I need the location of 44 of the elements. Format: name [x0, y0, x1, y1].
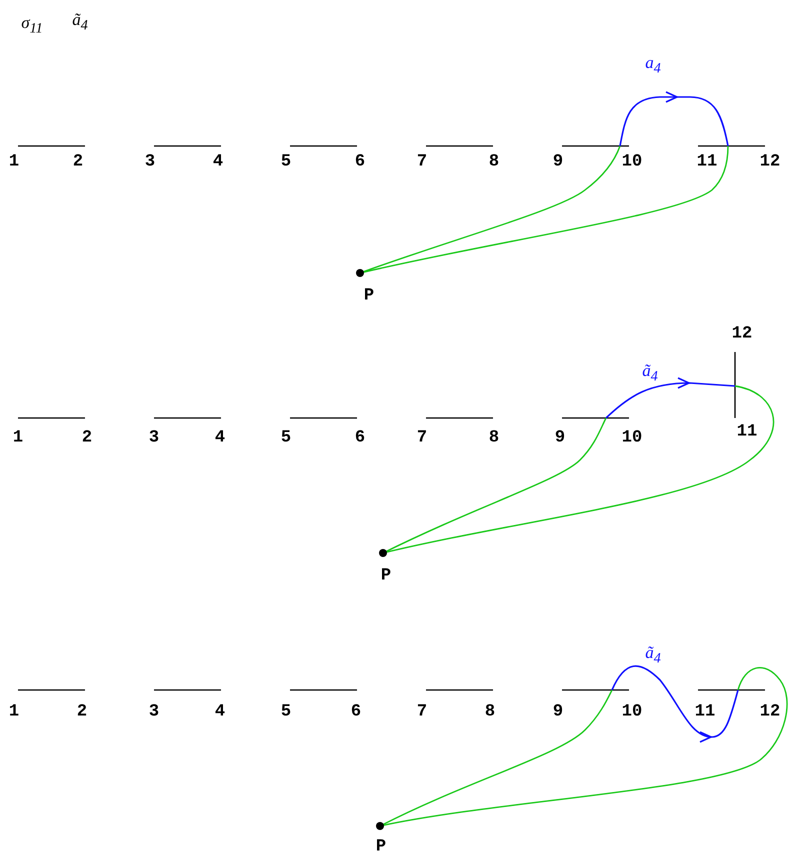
point-number: 11 [694, 704, 716, 720]
point-number: 2 [76, 704, 88, 720]
point-number: 8 [488, 154, 500, 170]
point-number: 1 [12, 430, 24, 446]
point-label: P [376, 838, 386, 856]
point-number: 8 [488, 430, 500, 446]
point-number: 10 [622, 154, 642, 170]
arc-label: a$_{4}$ [645, 54, 661, 76]
math-symbol: σ$_{11}$ [21, 14, 43, 36]
point-number: 3 [148, 430, 160, 446]
point-number: 1 [8, 154, 20, 170]
point-number: 7 [416, 704, 428, 720]
point-label: P [380, 568, 392, 584]
point-number: 3 [144, 154, 156, 170]
point-number: 2 [72, 154, 84, 170]
point-number: 9 [552, 154, 564, 170]
point-number: 7 [416, 430, 428, 446]
point-number: 5 [280, 154, 292, 170]
point-number: 12 [732, 326, 752, 342]
point-number: 6 [354, 430, 366, 446]
point-label: P [364, 288, 374, 304]
point-number: 12 [760, 704, 780, 720]
math-symbol: ã$_{4}$ [72, 11, 88, 33]
point-number: 9 [554, 430, 566, 446]
point-number: 11 [736, 424, 758, 440]
point-number: 5 [280, 704, 292, 720]
point-number: 12 [760, 154, 780, 170]
point-number: 6 [354, 154, 366, 170]
point-number: 7 [416, 154, 428, 170]
point-number: 1 [8, 704, 20, 720]
point-number: 4 [214, 430, 226, 446]
point-number: 3 [148, 704, 160, 720]
arc-label: ã$_{4}$ [642, 362, 658, 384]
arc-label: ã$_{4}$ [645, 644, 661, 666]
point-number: 11 [696, 154, 718, 170]
point-number: 8 [484, 704, 496, 720]
point-number: 5 [280, 430, 292, 446]
point-number: 4 [214, 704, 226, 720]
point-number: 4 [212, 154, 224, 170]
point-number: 10 [622, 430, 642, 446]
point-number: 2 [82, 430, 92, 446]
point-number: 10 [622, 704, 642, 720]
point-number: 9 [552, 704, 564, 720]
point-number: 6 [350, 704, 362, 720]
